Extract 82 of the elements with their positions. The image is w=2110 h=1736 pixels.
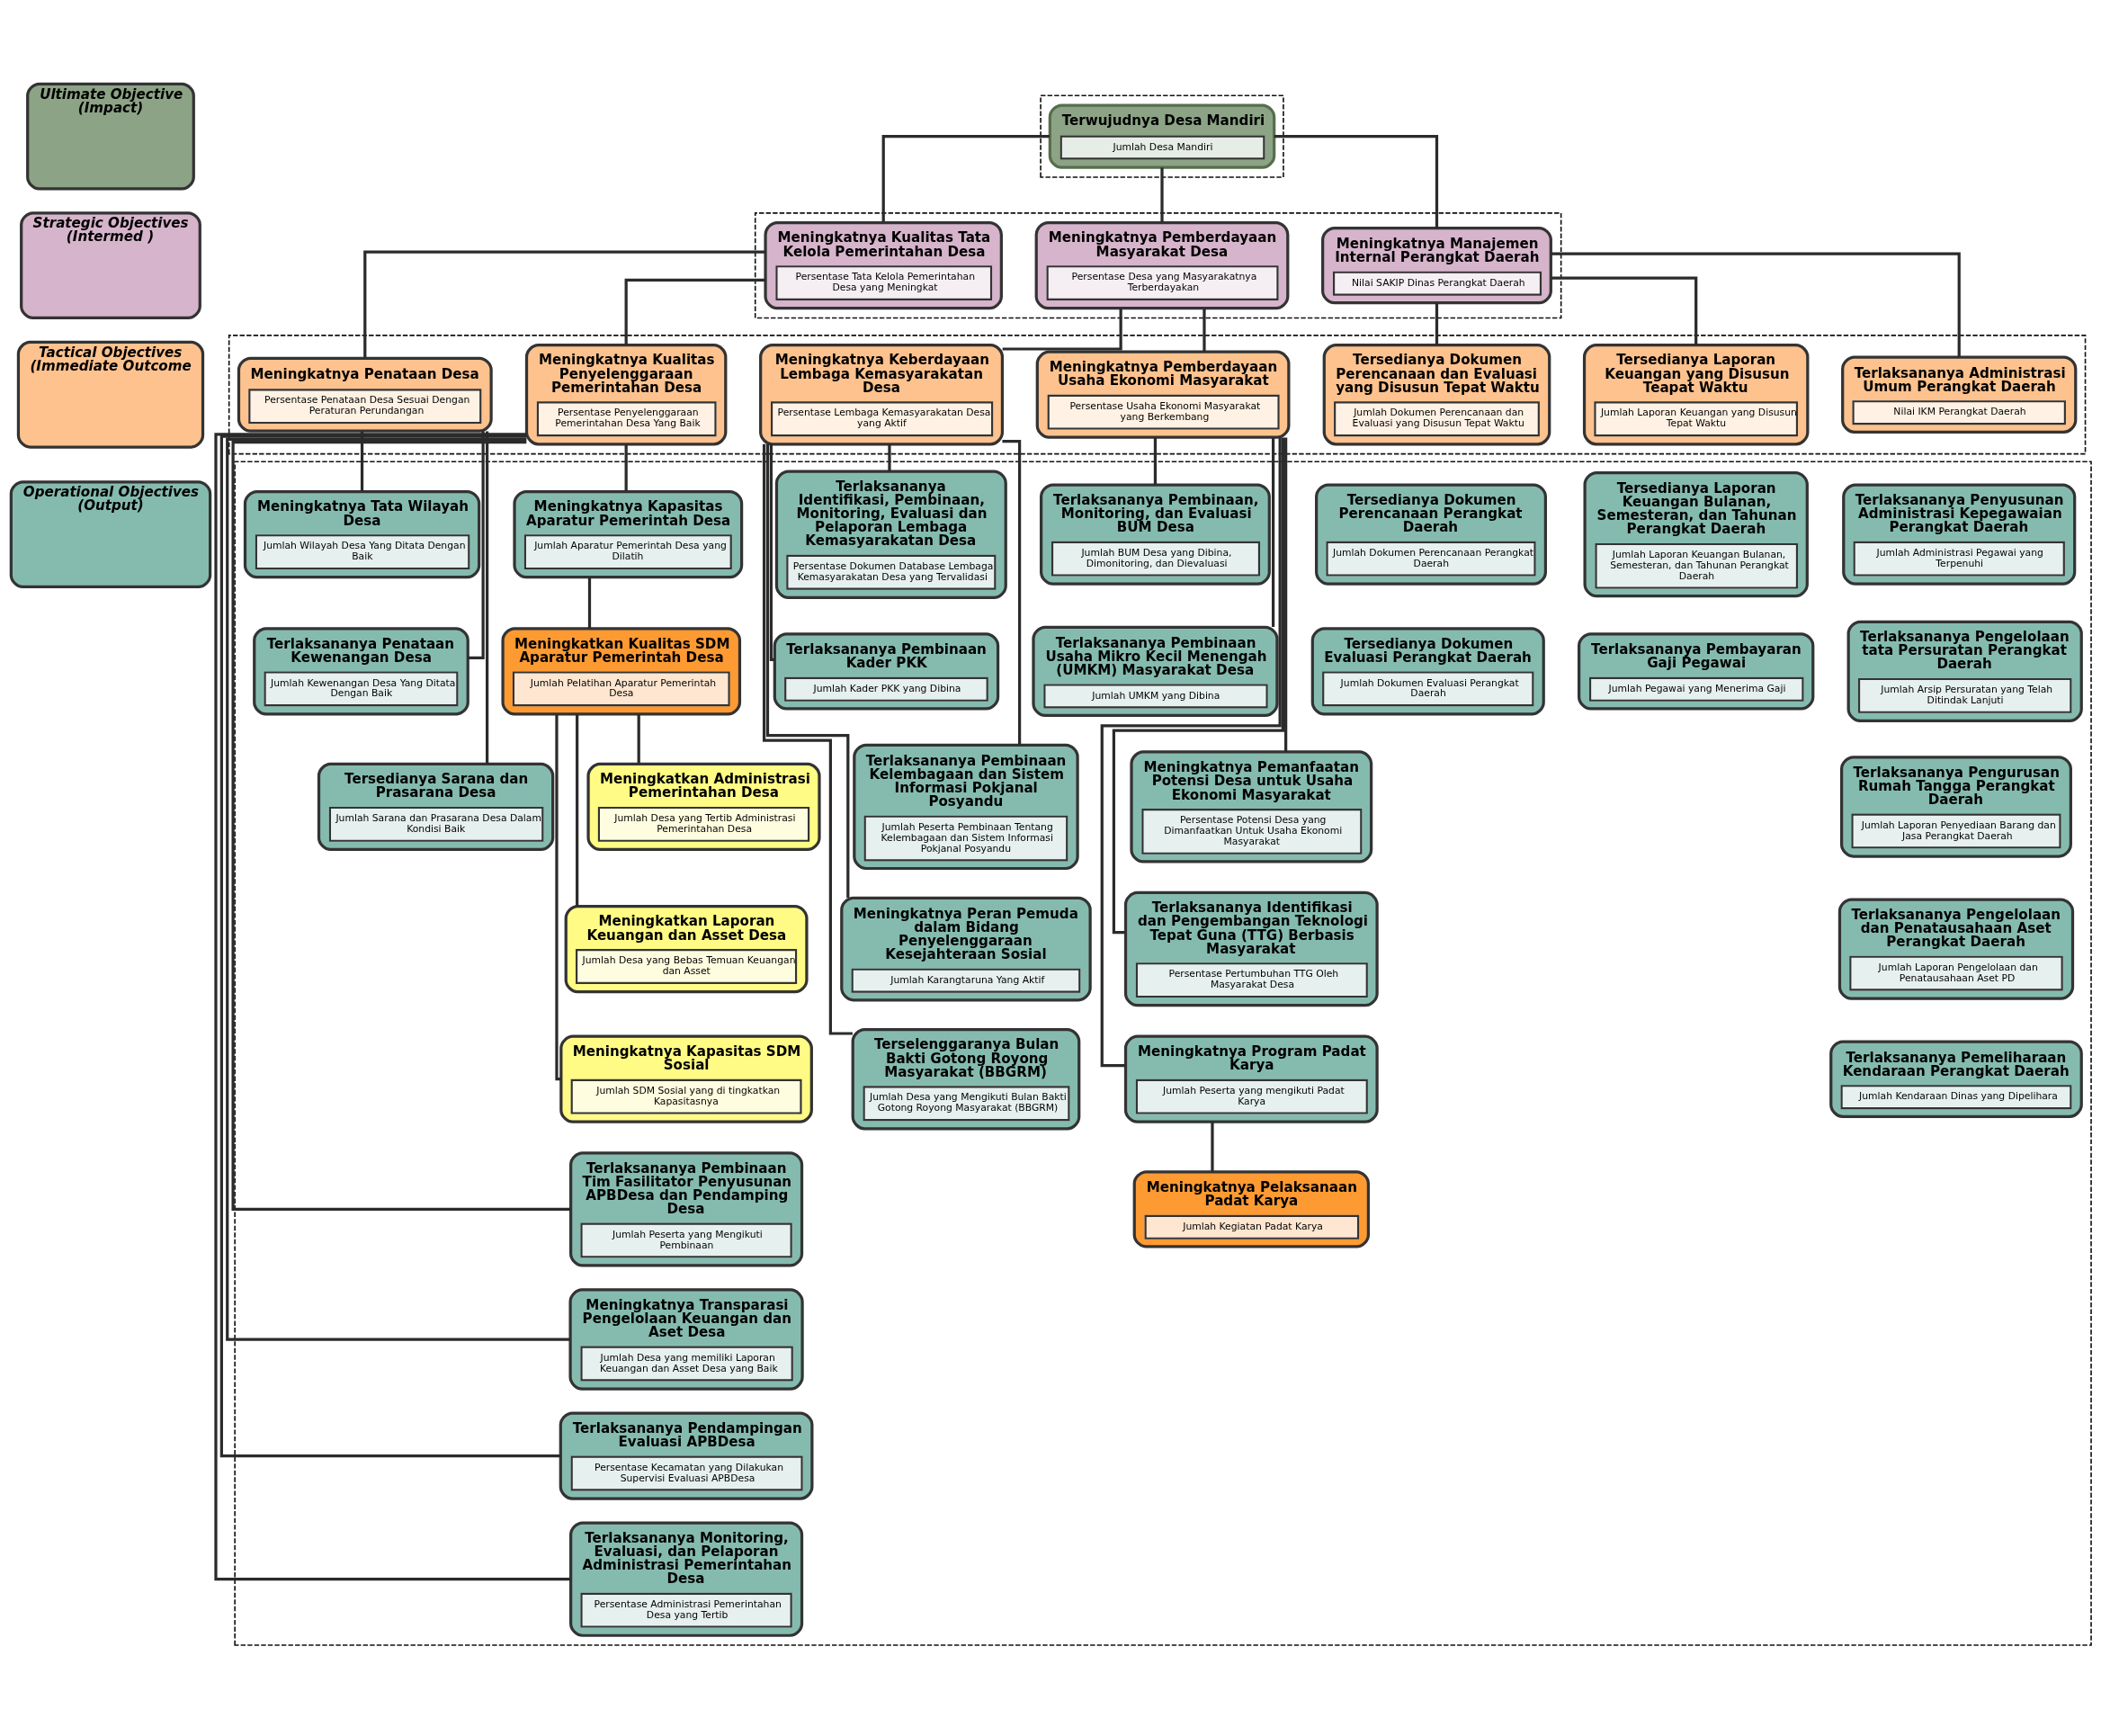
connector [762,443,853,1035]
connector [1203,308,1206,352]
node-box: Meningkatnya Penataan Desa Persentase Penataan Desa Sesuai Dengan Peraturan Perundangan [237,356,493,433]
node-box: Terselenggaranya Bulan Bakti Gotong Royong Masyarakat (BBGRM) Jumlah Desa yang Mengikuti Bulan Bakti Gotong Royong Masyarakat (BBGRM) [851,1027,1081,1130]
node-box: Meningkatnya Transparasi Pengelolaan Keuangan dan Aset Desa Jumlah Desa yang memiliki Laporan Keuangan dan Asset Desa yang Baik [568,1287,804,1391]
node-box: Tactical Objectives (Immediate Outcome [16,340,205,449]
node-box: Terlaksananya Pembinaan Kader PKK Jumlah Kader PKK yang Dibina [773,631,1000,711]
node-box: Meningkatnya Program Padat Karya Jumlah Peserta yang mengikuti Padat Karya [1123,1034,1379,1123]
node-box: Meningkatkan Kualitas SDM Aparatur Pemerintah Desa Jumlah Pelatihan Aparatur Pemerintah Desa [501,626,742,715]
node-box: Terlaksananya Penyusunan Administrasi Kepegawaian Perangkat Daerah Jumlah Administrasi Pegawai yang Terpenuhi [1842,483,2077,586]
node-box: Terlaksananya Pembayaran Gaji Pegawai Jumlah Pegawai yang Menerima Gaji [1578,631,1815,711]
node-box: Meningkatkan Laporan Keuangan dan Asset Desa Jumlah Desa yang Bebas Temuan Keuangan dan Asset [564,904,809,993]
cluster [754,211,1562,318]
node-box: Meningkatnya Kualitas Tata Kelola Pemerintahan Desa Persentase Tata Kelola Pemerintahan Desa yang Meningkat [764,220,1003,309]
connector [486,430,489,764]
connector [1002,439,1022,745]
node-box: Terlaksananya Pembinaan Kelembagaan dan Sistem Informasi Pokjanal Posyandu Jumlah Peserta Pembinaan Tentang Kelembagaan dan Sistem Informasi Pokjanal Posyandu [853,743,1079,870]
connector [360,431,364,491]
connector [1551,252,1961,357]
node-box: Terlaksananya Pemeliharaan Kendaraan Perangkat Daerah Jumlah Kendaraan Dinas yang Dipelihara [1829,1040,2083,1118]
connector [1160,166,1164,222]
node-box: Meningkatnya Pemberdayaan Usaha Ekonomi Masyarakat Persentase Usaha Ekonomi Masyarakat yang Berkembang [1035,350,1291,439]
connector [1551,276,1698,345]
connector [576,713,579,906]
node-box: Terlaksananya Pengelolaan dan Penatausahaan Aset Perangkat Daerah Jumlah Laporan Pengelolaan dan Penatausahaan Aset PD [1837,897,2075,1000]
cluster [1040,94,1284,178]
node-box: Meningkatnya Pemberdayaan Masyarakat Desa Persentase Desa yang Masyarakatnya Terberdayakan [1034,220,1290,309]
node-box: Meningkatnya Pemanfaatan Potensi Desa untuk Usaha Ekonomi Masyarakat Persentase Potensi Desa yang Dimanfaatkan Untuk Usaha Ekonomi Masyarakat [1130,749,1373,864]
node-box: Terlaksananya Pendampingan Evaluasi APBDesa Persentase Kecamatan yang Dilakukan Supervisi Evaluasi APBDesa [559,1410,814,1500]
connector [231,440,571,1211]
connector [1272,436,1275,627]
node-box: Terlaksananya Pengelolaan tata Persuratan Perangkat Daerah Jumlah Arsip Persuratan yang Telah Ditindak Lanjuti [1846,620,2083,722]
node-box: Meningkatnya Pelaksanaan Padat Karya Jumlah Kegiatan Padat Karya [1132,1169,1370,1248]
connector [1112,436,1284,934]
node-box: Meningkatnya Kapasitas Aparatur Pemerintah Desa Jumlah Aparatur Pemerintah Desa yang Dilatih [513,489,744,578]
node-box: Meningkatkan Administrasi Pemerintahan Desa Jumlah Desa yang Tertib Administrasi Pemerintahan Desa [586,762,821,851]
connector [765,443,850,898]
node-box: Meningkatnya Tata Wilayah Desa Jumlah Wilayah Desa Yang Ditata Dengan Baik [243,489,481,578]
node-box: Terlaksananya Identifikasi, Pembinaan, Monitoring, Evaluasi dan Pelaporan Lembaga Kemasyarakatan Desa Persentase Dokumen Database Lembaga Kemasyarakatan Desa yang Tervalidasi [774,469,1007,599]
connector [624,278,765,345]
connector [1274,134,1439,228]
connector [1435,302,1439,345]
connector [637,713,640,764]
connector [769,443,775,661]
node-box: Terlaksananya Pengurusan Rumah Tangga Perangkat Daerah Jumlah Laporan Penyediaan Barang dan Jasa Perangkat Daerah [1840,755,2072,858]
connector [1211,1122,1214,1171]
node-box: Tersedianya Dokumen Evaluasi Perangkat Daerah Jumlah Dokumen Evaluasi Perangkat Daerah [1310,626,1545,715]
node-box: Meningkatnya Peran Pemuda dalam Bidang Penyelenggaraan Kesejahteraan Sosial Jumlah Karangtaruna Yang Aktif [840,896,1092,1001]
cluster [228,334,2087,454]
connector [226,437,570,1341]
node-box: Terlaksananya Penataan Kewenangan Desa Jumlah Kewenangan Desa Yang Ditata Dengan Baik [253,626,469,715]
node-box: Tersedianya Laporan Keuangan Bulanan, Semesteran, dan Tahunan Perangkat Daerah Jumlah Laporan Keuangan Bulanan, Semesteran, dan Tahunan Perangkat Daerah [1583,470,1809,597]
node-box: Meningkatnya Kualitas Penyelenggaraan Pemerintahan Desa Persentase Penyelenggaraan Pemerintahan Desa Yang Baik [524,343,728,445]
connector [881,134,1050,222]
node-box: Tersedianya Dokumen Perencanaan dan Evaluasi yang Disusun Tepat Waktu Jumlah Dokumen Perencanaan dan Evaluasi yang Disusun Tepat Waktu [1322,343,1551,445]
cluster [234,460,2092,1646]
node-box: Tersedianya Sarana dan Prasarana Desa Jumlah Sarana dan Prasarana Desa Dalam Kondisi Baik [317,762,555,851]
node-box: Terlaksananya Pembinaan, Monitoring, dan Evaluasi BUM Desa Jumlah BUM Desa yang Dibina, Dimonitoring, dan Dievaluasi [1040,483,1271,586]
connector [1284,437,1288,752]
node-box: Terwujudnya Desa Mandiri Jumlah Desa Mandiri [1048,103,1276,169]
node-box: Terlaksananya Monitoring, Evaluasi, dan Pelaporan Administrasi Pemerintahan Desa Persentase Administrasi Pemerintahan Desa yang Tertib [569,1520,804,1637]
node-box: Tersedianya Dokumen Perencanaan Perangkat Daerah Jumlah Dokumen Perencanaan Perangkat Daerah [1315,483,1547,586]
node-box: Meningkatnya Manajemen Internal Perangkat Daerah Nilai SAKIP Dinas Perangkat Daerah [1321,226,1552,304]
node-box: Terlaksananya Pembinaan Tim Fasilitator Penyusunan APBDesa dan Pendamping Desa Jumlah Peserta yang Mengikuti Pembinaan [569,1150,804,1267]
connector [587,577,592,629]
connector [888,443,891,471]
node-box: Operational Objectives (Output) [9,479,212,588]
node-box: Tersedianya Laporan Keuangan yang Disusun Teapat Waktu Jumlah Laporan Keuangan yang Disusun Tepat Waktu [1582,343,1810,445]
node-box: Meningkatnya Keberdayaan Lembaga Kemasyarakatan Desa Persentase Lembaga Kemasyarakatan Desa yang Aktif [759,343,1005,445]
node-box: Ultimate Objective (Impact) [26,82,195,190]
connector [555,713,561,1080]
node-box: Terlaksananya Pembinaan Usaha Mikro Kecil Menengah (UMKM) Masyarakat Desa Jumlah UMKM yang Dibina [1032,625,1279,717]
node-box: Terlaksananya Administrasi Umum Perangkat Daerah Nilai IKM Perangkat Daerah [1841,355,2078,434]
node-box: Meningkatnya Kapasitas SDM Sosial Jumlah SDM Sosial yang di tingkatkan Kapasitasnya [559,1034,813,1123]
node-box: Terlaksananya Identifikasi dan Pengembangan Teknologi Tepat Guna (TTG) Berbasis Masyarakat Persentase Pertumbuhan TTG Oleh Masyarakat Desa [1123,890,1379,1007]
connector [1153,437,1158,485]
connector [468,430,485,659]
connector [363,249,766,358]
connector [624,443,628,491]
connector [1002,308,1122,351]
node-box: Strategic Objectives (Intermed ) [20,210,201,319]
connector [1100,437,1282,1067]
